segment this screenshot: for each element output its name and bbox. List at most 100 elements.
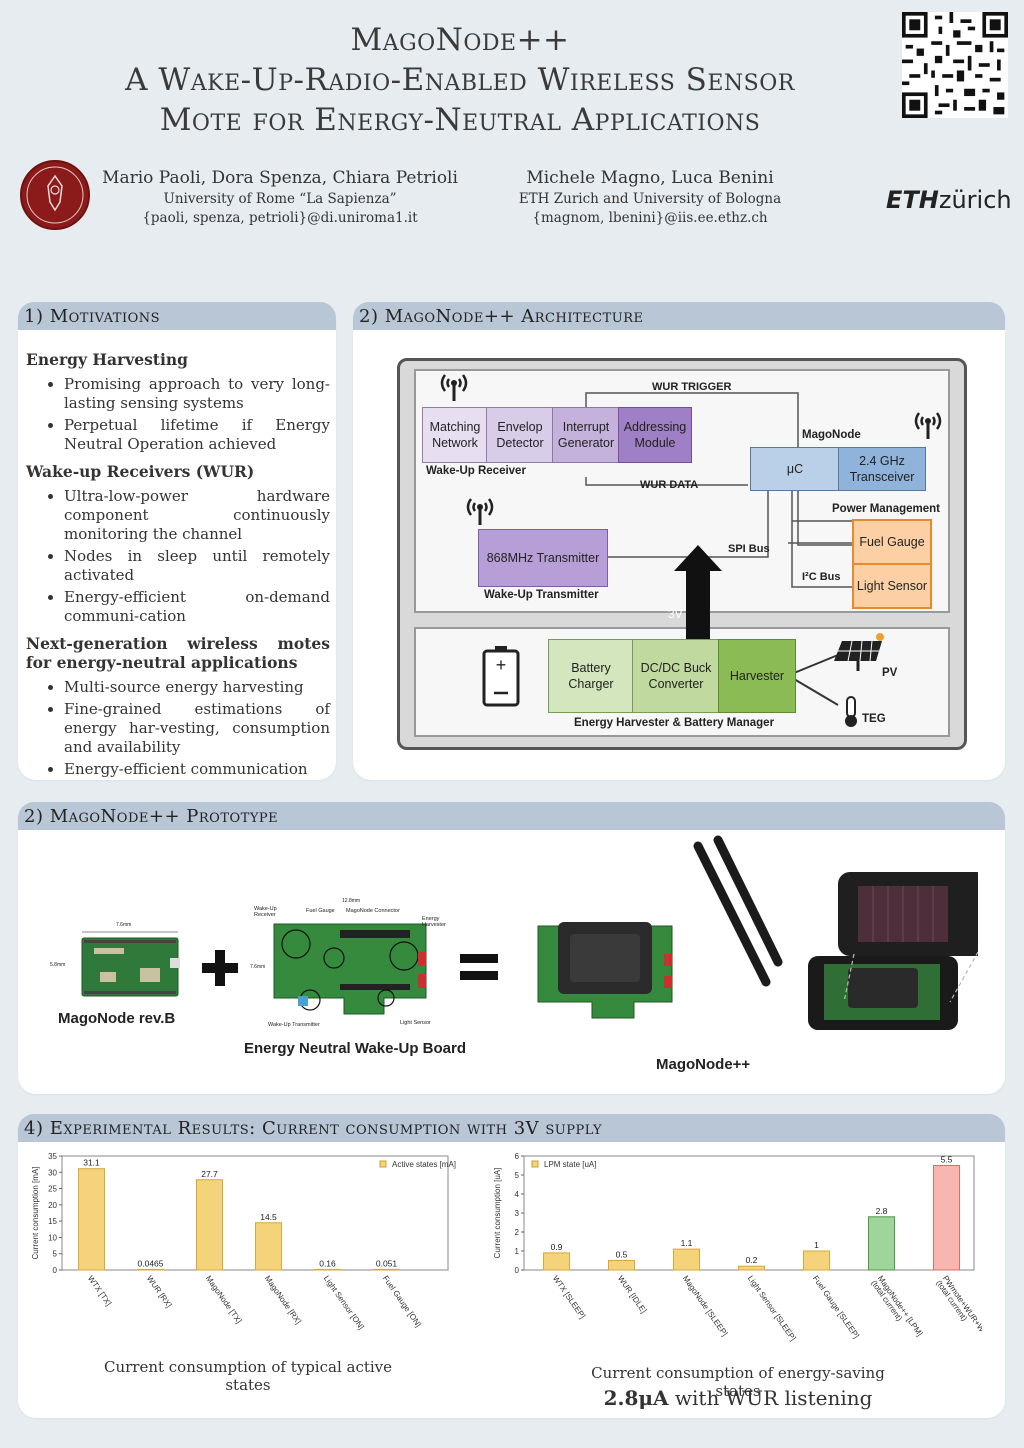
teg-label: TEG xyxy=(862,713,886,725)
x-tick-label: Light Sensor [ON] xyxy=(322,1274,366,1331)
list-item: Fine-grained estimations of energy har-v… xyxy=(64,700,330,757)
author-affiliation: University of Rome “La Sapienza” xyxy=(163,191,397,207)
dcdc-converter-block: DC/DC Buck Converter xyxy=(632,639,720,713)
y-tick-label: 0 xyxy=(53,1266,58,1275)
bar-value-label: 31.1 xyxy=(83,1158,100,1168)
bar xyxy=(137,1268,164,1271)
seal-emblem-icon xyxy=(26,166,84,224)
qr-code-icon xyxy=(902,12,1008,118)
x-tick-label: MagoNode [TX] xyxy=(204,1274,244,1325)
list-item: Promising approach to very long-lasting … xyxy=(64,375,330,413)
bar-value-label: 0.051 xyxy=(376,1258,398,1268)
author-email[interactable]: {magnom, lbenini}@iis.ee.ethz.ch xyxy=(532,210,768,226)
author-email[interactable]: {paoli, spenza, petrioli}@di.uniroma1.it xyxy=(142,210,418,226)
chart-legend: LPM state [uA] xyxy=(531,1160,596,1169)
assembled-board-image xyxy=(537,922,673,1019)
y-tick-label: 3 xyxy=(515,1209,520,1218)
y-tick-label: 25 xyxy=(48,1185,57,1194)
spi-bus-label: SPI Bus xyxy=(728,543,770,555)
y-tick-label: 5 xyxy=(53,1250,58,1259)
plot-frame xyxy=(523,1155,975,1271)
section-heading: 2) MagoNode++ Prototype xyxy=(18,802,1005,830)
wake-up-transmitter-label: Wake-Up Transmitter xyxy=(484,589,599,601)
pv-label: PV xyxy=(882,667,898,679)
microcontroller-block: μC xyxy=(750,447,840,491)
list-item: Nodes in sleep until remotely activated xyxy=(64,547,330,585)
bar xyxy=(78,1168,105,1271)
bar xyxy=(933,1165,960,1271)
x-tick-label: MagoNode++ [LPM](total current) xyxy=(869,1274,924,1342)
power-management-label: Power Management xyxy=(832,503,940,515)
section-heading: 1) Motivations xyxy=(18,302,336,330)
y-axis-label: Current consumption [uA] xyxy=(493,1168,502,1259)
sapienza-seal-logo xyxy=(20,160,90,230)
bar-value-label: 1 xyxy=(814,1240,819,1250)
envelop-detector-block: Envelop Detector xyxy=(486,407,554,463)
bar-value-label: 0.5 xyxy=(616,1250,628,1260)
author-affiliation: ETH Zurich and University of Bologna xyxy=(518,191,782,207)
wur-trigger-label: WUR TRIGGER xyxy=(652,381,732,393)
enclosure-image xyxy=(693,835,978,1030)
board-dim-width: 12.8mm xyxy=(342,898,361,904)
x-tick-label: PWmote+WUR+WTX(total current) xyxy=(934,1274,982,1347)
x-tick-label: MagoNode [SLEEP] xyxy=(681,1274,729,1338)
equals-icon xyxy=(460,954,498,980)
transceiver-block: 2.4 GHz Transceiver xyxy=(838,447,926,491)
antenna-icon xyxy=(440,374,468,401)
board-caption: Energy Neutral Wake-Up Board xyxy=(244,1040,466,1057)
x-tick-label: Light Sensor [SLEEP] xyxy=(746,1274,798,1343)
y-tick-label: 10 xyxy=(48,1233,57,1242)
list-item: Multi-source energy harvesting xyxy=(64,678,330,697)
addressing-module-block: Addressing Module xyxy=(618,407,692,463)
bar-value-label: 0.0465 xyxy=(138,1258,164,1268)
solar-panel-icon xyxy=(834,633,884,671)
group-title: Energy Harvesting xyxy=(26,350,188,369)
motivations-body: Energy Harvesting Promising approach to … xyxy=(26,350,330,787)
architecture-panel: 2) MagoNode++ Architecture xyxy=(353,302,1005,780)
result-caption: MagoNode++ xyxy=(656,1056,751,1073)
fuel-gauge-block: Fuel Gauge xyxy=(852,519,932,565)
board-annotation: Fuel Gauge xyxy=(306,908,335,914)
architecture-diagram: Matching Network Envelop Detector Interr… xyxy=(397,358,967,750)
list-item: Energy-efficient communication xyxy=(64,760,330,779)
group-title: Wake-up Receivers (WUR) xyxy=(26,462,255,481)
title-line-2: A Wake-Up-Radio-Enabled Wireless Sensor xyxy=(125,62,795,98)
caption-active: Current consumption of typical active st… xyxy=(103,1358,393,1394)
y-tick-label: 15 xyxy=(48,1217,57,1226)
y-tick-label: 1 xyxy=(515,1247,520,1256)
board-dim-height: 7.6mm xyxy=(250,964,266,970)
motivations-panel: 1) Motivations Energy Harvesting Promisi… xyxy=(18,302,336,780)
magonode-caption: MagoNode rev.B xyxy=(58,1010,176,1027)
bar-value-label: 0.2 xyxy=(746,1255,758,1265)
bar xyxy=(868,1216,895,1271)
bar-value-label: 0.9 xyxy=(551,1242,563,1252)
bar-value-label: 14.5 xyxy=(260,1212,277,1222)
thermometer-icon xyxy=(845,696,857,727)
svg-text:+: + xyxy=(496,655,507,675)
author-names: Michele Magno, Luca Benini xyxy=(526,168,774,188)
light-sensor-block: Light Sensor xyxy=(852,563,932,609)
eth-zurich-logo: ETHzürich xyxy=(886,186,1012,214)
bar xyxy=(255,1222,282,1271)
list-item: Perpetual lifetime if Energy Neutral Ope… xyxy=(64,416,330,454)
chart-legend: Active states [mA] xyxy=(379,1160,456,1169)
bar xyxy=(673,1248,700,1271)
magonode-board-image xyxy=(81,931,180,997)
y-axis-label: Current consumption [mA] xyxy=(31,1167,40,1260)
energy-manager-label: Energy Harvester & Battery Manager xyxy=(574,717,775,729)
bar-value-label: 2.8 xyxy=(876,1206,888,1216)
authors-right: Michele Magno, Luca Benini ETH Zurich an… xyxy=(470,168,830,226)
legend-swatch xyxy=(531,1160,539,1168)
bar-value-label: 1.1 xyxy=(681,1238,693,1248)
magonode-dim-height: 5.8mm xyxy=(50,962,66,968)
legend-label: Active states [mA] xyxy=(392,1160,456,1169)
transmitter-block: 868MHz Transmitter xyxy=(478,529,608,587)
battery-charger-block: Battery Charger xyxy=(548,639,634,713)
bar xyxy=(738,1265,765,1271)
y-tick-label: 5 xyxy=(515,1171,520,1180)
y-tick-label: 35 xyxy=(48,1152,57,1161)
prototype-panel: 2) MagoNode++ Prototype 7.6mm 5.8mm Mago… xyxy=(18,802,1005,1094)
title-line-3: Mote for Energy-Neutral Applications xyxy=(159,102,761,138)
diagram-wires xyxy=(585,392,854,706)
